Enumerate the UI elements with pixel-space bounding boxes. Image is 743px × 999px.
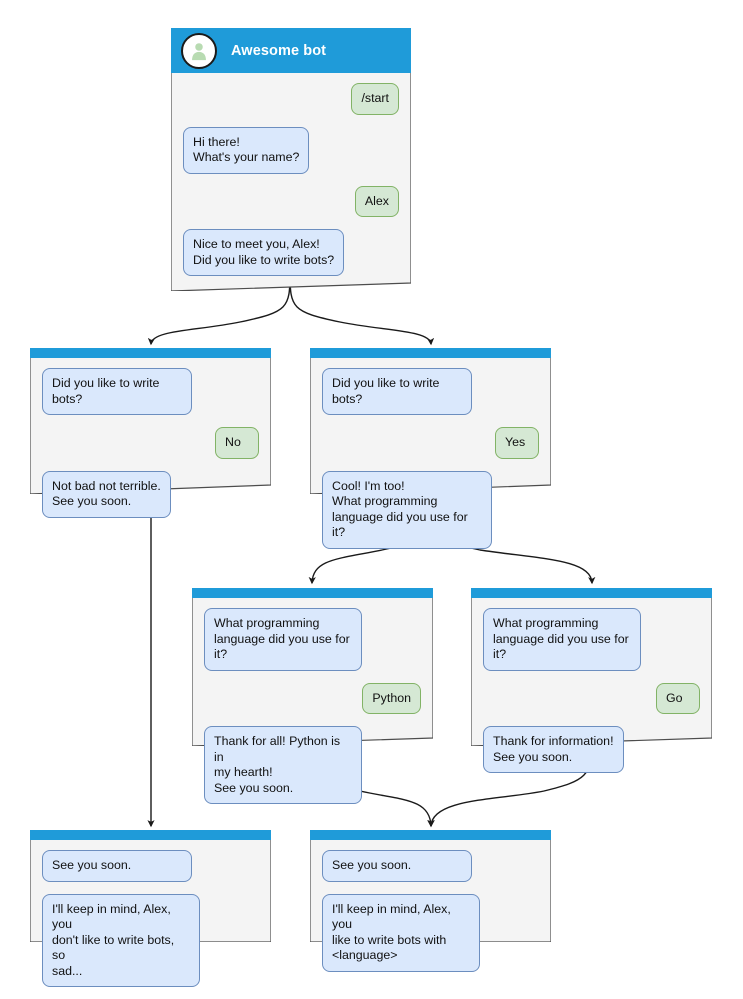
message-row: I'll keep in mind, Alex, you don't like … bbox=[42, 893, 259, 987]
end-yes-card[interactable]: See you soon. I'll keep in mind, Alex, y… bbox=[310, 830, 551, 972]
message-row: What programming language did you use fo… bbox=[483, 608, 700, 671]
end-yes-card-chat: See you soon. I'll keep in mind, Alex, y… bbox=[310, 840, 551, 984]
python-branch-card-header bbox=[192, 588, 433, 598]
bot-bubble[interactable]: Cool! I'm too! What programming language… bbox=[322, 470, 492, 549]
end-no-card[interactable]: See you soon. I'll keep in mind, Alex, y… bbox=[30, 830, 271, 987]
user-bubble[interactable]: Alex bbox=[354, 185, 399, 217]
message-row: Not bad not terrible. See you soon. bbox=[42, 470, 259, 518]
message-row: Hi there! What's your name? bbox=[183, 126, 399, 174]
message-row: Cool! I'm too! What programming language… bbox=[322, 470, 539, 549]
bot-bubble[interactable]: See you soon. bbox=[322, 850, 472, 882]
bot-bubble[interactable]: What programming language did you use fo… bbox=[483, 608, 641, 671]
bot-bubble[interactable]: See you soon. bbox=[42, 850, 192, 882]
bot-name-label: Awesome bot bbox=[231, 42, 327, 59]
end-yes-card-header bbox=[310, 830, 551, 840]
start-card-header: Awesome bot bbox=[171, 28, 411, 73]
message-row: Go bbox=[483, 682, 700, 714]
message-row: See you soon. bbox=[42, 850, 259, 882]
message-row: What programming language did you use fo… bbox=[204, 608, 421, 671]
bot-bubble[interactable]: What programming language did you use fo… bbox=[204, 608, 362, 671]
message-row: No bbox=[42, 427, 259, 459]
bot-bubble[interactable]: Thank for information! See you soon. bbox=[483, 726, 624, 773]
start-card[interactable]: Awesome bot /start Hi there! What's your… bbox=[171, 28, 411, 291]
message-row: Thank for all! Python is in my hearth! S… bbox=[204, 726, 421, 804]
message-row: Yes bbox=[322, 427, 539, 459]
bot-bubble[interactable]: Not bad not terrible. See you soon. bbox=[42, 470, 171, 518]
bot-bubble[interactable]: I'll keep in mind, Alex, you don't like … bbox=[42, 893, 200, 987]
message-row: Did you like to write bots? bbox=[42, 368, 259, 415]
bot-bubble[interactable]: I'll keep in mind, Alex, you like to wri… bbox=[322, 893, 480, 972]
message-row: /start bbox=[183, 83, 399, 115]
yes-branch-card[interactable]: Did you like to write bots? Yes Cool! I'… bbox=[310, 348, 551, 549]
user-bubble[interactable]: Go bbox=[656, 682, 700, 714]
bot-bubble[interactable]: Thank for all! Python is in my hearth! S… bbox=[204, 726, 362, 804]
user-bubble[interactable]: Yes bbox=[495, 427, 539, 459]
yes-branch-card-chat: Did you like to write bots? Yes Cool! I'… bbox=[310, 358, 551, 561]
person-avatar-icon bbox=[181, 32, 217, 69]
go-branch-card[interactable]: What programming language did you use fo… bbox=[471, 588, 712, 773]
bot-bubble[interactable]: Did you like to write bots? bbox=[322, 368, 472, 415]
no-branch-card-chat: Did you like to write bots? No Not bad n… bbox=[30, 358, 271, 530]
message-row: Alex bbox=[183, 185, 399, 217]
python-branch-card-chat: What programming language did you use fo… bbox=[192, 598, 433, 816]
message-row: Thank for information! See you soon. bbox=[483, 726, 700, 773]
bot-bubble[interactable]: Hi there! What's your name? bbox=[183, 126, 310, 174]
user-bubble[interactable]: /start bbox=[351, 83, 399, 115]
message-row: Did you like to write bots? bbox=[322, 368, 539, 415]
diagram-canvas: Awesome bot /start Hi there! What's your… bbox=[30, 28, 712, 987]
message-row: I'll keep in mind, Alex, you like to wri… bbox=[322, 893, 539, 972]
bot-bubble[interactable]: Did you like to write bots? bbox=[42, 368, 192, 415]
message-row: Nice to meet you, Alex! Did you like to … bbox=[183, 229, 399, 276]
user-bubble[interactable]: Python bbox=[362, 682, 421, 714]
end-no-card-chat: See you soon. I'll keep in mind, Alex, y… bbox=[30, 840, 271, 999]
go-branch-card-header bbox=[471, 588, 712, 598]
go-branch-card-chat: What programming language did you use fo… bbox=[471, 598, 712, 785]
start-card-chat: /start Hi there! What's your name? Alex … bbox=[171, 73, 411, 288]
no-branch-card-header bbox=[30, 348, 271, 358]
user-bubble[interactable]: No bbox=[215, 427, 259, 459]
end-no-card-header bbox=[30, 830, 271, 840]
python-branch-card[interactable]: What programming language did you use fo… bbox=[192, 588, 433, 804]
bot-bubble[interactable]: Nice to meet you, Alex! Did you like to … bbox=[183, 229, 345, 276]
no-branch-card[interactable]: Did you like to write bots? No Not bad n… bbox=[30, 348, 271, 518]
message-row: Python bbox=[204, 682, 421, 714]
yes-branch-card-header bbox=[310, 348, 551, 358]
message-row: See you soon. bbox=[322, 850, 539, 882]
